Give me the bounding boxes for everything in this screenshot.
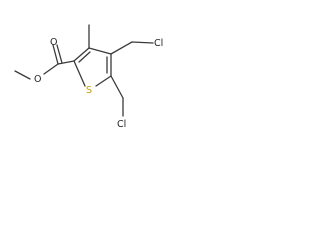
- bond-c3-c4: [88, 47, 112, 55]
- atom-sulfur: S: [86, 85, 92, 96]
- atom-chlorine-bottom: Cl: [117, 119, 126, 130]
- bond-c4-ch2: [110, 41, 133, 55]
- bond-c2-c3: [73, 47, 90, 62]
- bond-o-methyl: [14, 70, 31, 80]
- atom-oxygen-single: O: [34, 74, 41, 85]
- molecule-diagram: O O S Cl Cl: [14, 24, 163, 130]
- bond-c2-carbonyl: [57, 60, 75, 65]
- bond-carbonyl-o-single: [43, 63, 59, 75]
- bond-c2-c3-double: [78, 51, 91, 63]
- bond-s-c2: [73, 60, 86, 87]
- bond-c5-s: [95, 75, 112, 87]
- bond-ch2-cl-top: [131, 41, 154, 44]
- atom-oxygen-double: O: [50, 37, 57, 48]
- atom-chlorine-top: Cl: [154, 38, 163, 49]
- bond-carbonyl-o-double-2: [56, 44, 63, 64]
- bond-c5-ch2: [110, 75, 124, 99]
- bond-carbonyl-o-double-1: [52, 44, 59, 65]
